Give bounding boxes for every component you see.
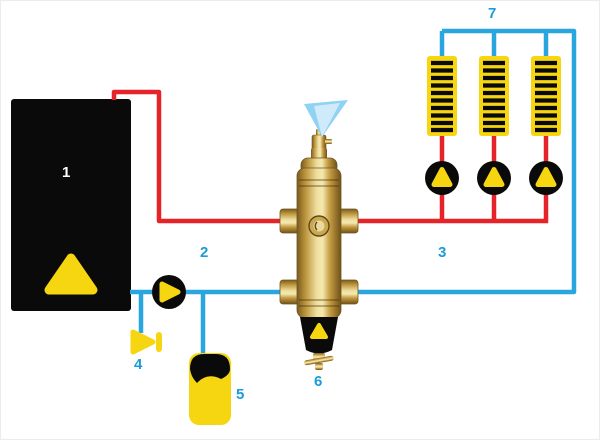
label-fill-valve: 4: [134, 356, 143, 373]
circuit-pump-1: [425, 161, 459, 195]
radiator-1: [427, 56, 457, 136]
boiler-flame-icon: [44, 253, 98, 295]
label-boiler-pump: 2: [200, 244, 209, 261]
separator-body: [296, 167, 342, 319]
hydraulic-separator: [279, 129, 359, 370]
radiator-2: [479, 56, 509, 136]
boiler-supply-pipe: [111, 89, 295, 224]
boiler-pump: [152, 275, 186, 309]
label-circuit-pumps: 3: [438, 244, 447, 261]
label-boiler: 1: [62, 164, 71, 181]
label-vessel: 5: [236, 386, 245, 403]
circuit-pump-3: [529, 161, 563, 195]
expansion-vessel: [189, 353, 231, 425]
separator-logo-icon: [310, 323, 328, 339]
circuit-pump-2: [477, 161, 511, 195]
circuits-return-pipe: [343, 28, 577, 295]
label-separator: 6: [314, 373, 323, 390]
boiler: [11, 99, 131, 311]
fill-valve: [130, 329, 162, 355]
vent-spray-icon: [304, 100, 348, 137]
label-circuits: 7: [488, 5, 497, 22]
air-vent: [311, 134, 327, 151]
radiator-3: [531, 56, 561, 136]
